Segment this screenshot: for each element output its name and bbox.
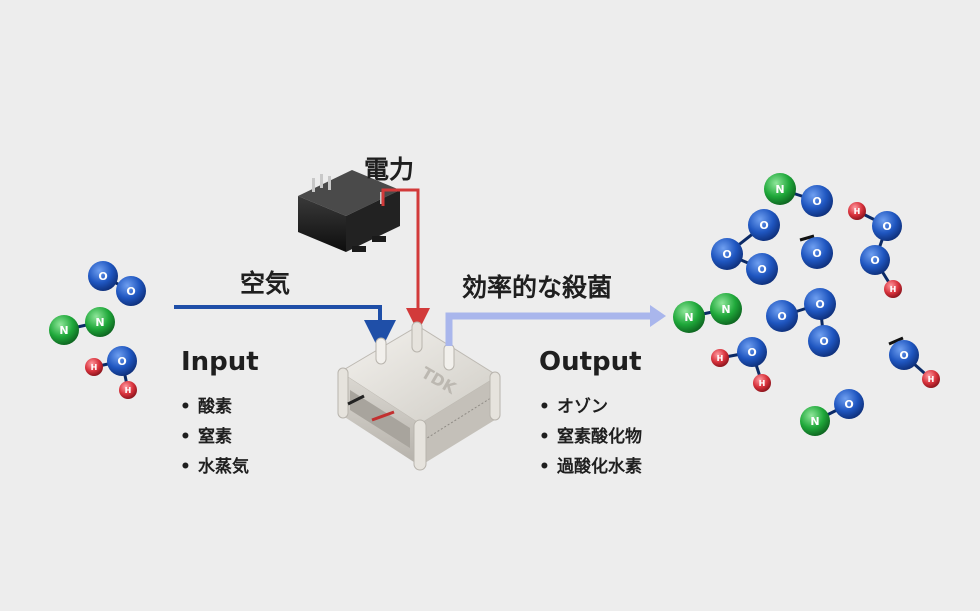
- output-item: オゾン: [539, 392, 642, 422]
- h2o2-molecule: H O H: [711, 337, 771, 392]
- atom-label: O: [899, 349, 908, 362]
- atom-o: [746, 253, 778, 285]
- atom-o: [808, 325, 840, 357]
- atom-label: N: [775, 183, 784, 196]
- atom-label: O: [117, 355, 126, 368]
- atom-o: [889, 340, 919, 370]
- output-title: Output: [539, 347, 642, 377]
- atom-label: N: [721, 303, 730, 316]
- atom-label: O: [126, 285, 135, 298]
- atom-label: N: [95, 316, 104, 329]
- h2o-molecule: H O H: [85, 346, 137, 399]
- input-list: 酸素 窒素 水蒸気: [180, 392, 249, 482]
- atom-o: [116, 276, 146, 306]
- atom-label: O: [815, 298, 824, 311]
- atom-label: H: [928, 375, 935, 384]
- power-supply: [298, 170, 400, 252]
- o3-molecule: O O O: [711, 209, 780, 285]
- no-molecule: NO: [800, 389, 864, 436]
- atom-o: [834, 389, 864, 419]
- atom-o: [801, 237, 833, 269]
- radical-mark: [888, 336, 904, 346]
- atom-o: [711, 238, 743, 270]
- atom-label: N: [59, 324, 68, 337]
- air-label: 空気: [240, 269, 291, 298]
- oh-radical: OH: [888, 336, 940, 388]
- atom-o: [107, 346, 137, 376]
- atom-label: O: [812, 195, 821, 208]
- atom-h: [119, 381, 137, 399]
- o-radical: O: [799, 234, 833, 269]
- input-title: Input: [181, 347, 259, 377]
- atom-o: [766, 300, 798, 332]
- atom-o: [737, 337, 767, 367]
- atom-label: H: [854, 207, 861, 216]
- atom-label: O: [757, 263, 766, 276]
- atom-o: [804, 288, 836, 320]
- atom-label: O: [844, 398, 853, 411]
- atom-label: N: [684, 311, 693, 324]
- atom-n: [800, 406, 830, 436]
- atom-label: O: [819, 335, 828, 348]
- atom-h: [753, 374, 771, 392]
- radical-mark: [799, 234, 815, 242]
- atom-n: [764, 173, 796, 205]
- atom-label: H: [125, 386, 132, 395]
- atom-label: H: [717, 354, 724, 363]
- atom-n: [710, 293, 742, 325]
- air-line: [174, 305, 396, 352]
- atom-label: O: [98, 270, 107, 283]
- power-label: 電力: [364, 155, 415, 184]
- atom-o: [872, 211, 902, 241]
- power-line: [381, 188, 430, 332]
- n2-molecule: NN: [49, 307, 115, 345]
- atom-o: [748, 209, 780, 241]
- output-arrow: [445, 312, 652, 346]
- output-list: オゾン 窒素酸化物 過酸化水素: [539, 392, 642, 482]
- input-item: 窒素: [180, 422, 249, 452]
- h2o2-molecule: H O O H: [848, 202, 902, 298]
- atom-o: [88, 261, 118, 291]
- atom-label: O: [812, 247, 821, 260]
- atom-h: [848, 202, 866, 220]
- output-item: 過酸化水素: [539, 452, 642, 482]
- atom-label: O: [722, 248, 731, 261]
- atom-n: [49, 315, 79, 345]
- output-arrowhead: [650, 305, 666, 327]
- atom-o: [801, 185, 833, 217]
- output-item: 窒素酸化物: [539, 422, 642, 452]
- atom-label: H: [91, 363, 98, 372]
- atom-label: O: [747, 346, 756, 359]
- n2-molecule: NN: [673, 293, 742, 333]
- ozone-generator: TDK: [337, 321, 501, 471]
- input-item: 酸素: [180, 392, 249, 422]
- input-item: 水蒸気: [180, 452, 249, 482]
- no-molecule: NO: [764, 173, 833, 217]
- o2-molecule: OO: [88, 261, 146, 306]
- atom-label: O: [870, 254, 879, 267]
- atom-o: [860, 245, 890, 275]
- atom-n: [85, 307, 115, 337]
- o3-molecule: O O O: [766, 288, 840, 357]
- atom-h: [85, 358, 103, 376]
- atom-n: [673, 301, 705, 333]
- atom-label: O: [777, 310, 786, 323]
- atom-label: N: [810, 415, 819, 428]
- atom-h: [711, 349, 729, 367]
- atom-label: O: [882, 220, 891, 233]
- sterilize-label: 効率的な殺菌: [462, 273, 613, 302]
- atom-h: [922, 370, 940, 388]
- atom-label: H: [890, 285, 897, 294]
- atom-h: [884, 280, 902, 298]
- atom-label: O: [759, 219, 768, 232]
- atom-label: H: [759, 379, 766, 388]
